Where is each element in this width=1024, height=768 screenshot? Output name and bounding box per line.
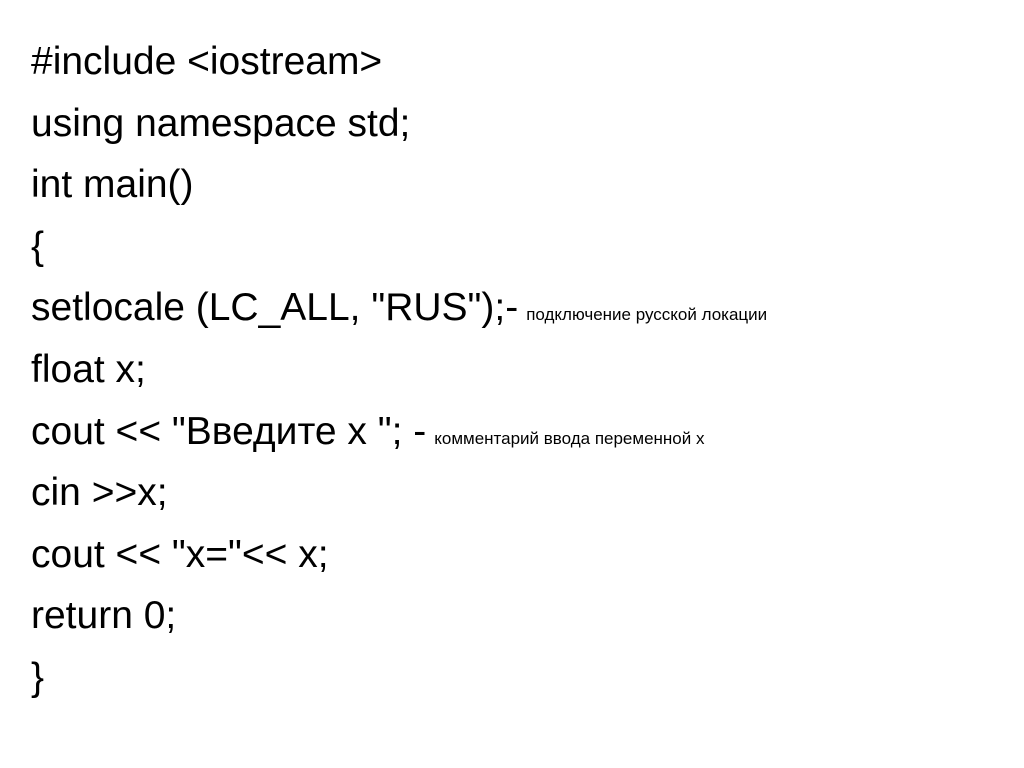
code-text: #include <iostream> [31, 40, 383, 83]
code-line-open-brace: { [31, 216, 767, 278]
code-line-close-brace: } [31, 647, 767, 709]
code-comment: подключение русской локации [526, 305, 768, 325]
code-line-setlocale: setlocale (LC_ALL, "RUS");- подключение р… [31, 277, 767, 339]
code-listing: #include <iostream> using namespace std;… [31, 31, 767, 709]
code-text: cout << "Введите x "; - [31, 409, 427, 453]
code-line-cout-result: cout << "x="<< x; [31, 524, 767, 586]
code-line-cin: cin >>x; [31, 462, 767, 524]
code-text: return 0; [31, 594, 177, 638]
code-line-return: return 0; [31, 585, 767, 647]
code-line-main: int main() [31, 154, 767, 216]
code-line-using: using namespace std; [31, 93, 767, 155]
code-text: using namespace std; [31, 101, 411, 145]
code-text: cout << "x="<< x; [31, 532, 329, 576]
code-line-cout-prompt: cout << "Введите x "; - комментарий ввода… [31, 401, 767, 463]
code-line-include: #include <iostream> [31, 31, 767, 93]
code-text: } [31, 655, 45, 699]
code-text: float x; [31, 347, 146, 391]
code-text: int main() [31, 163, 194, 207]
code-text: setlocale (LC_ALL, "RUS");- [31, 286, 519, 330]
code-text: { [31, 224, 45, 268]
code-comment: комментарий ввода переменной x [434, 428, 705, 448]
code-line-float: float x; [31, 339, 767, 401]
code-text: cin >>x; [31, 471, 168, 515]
